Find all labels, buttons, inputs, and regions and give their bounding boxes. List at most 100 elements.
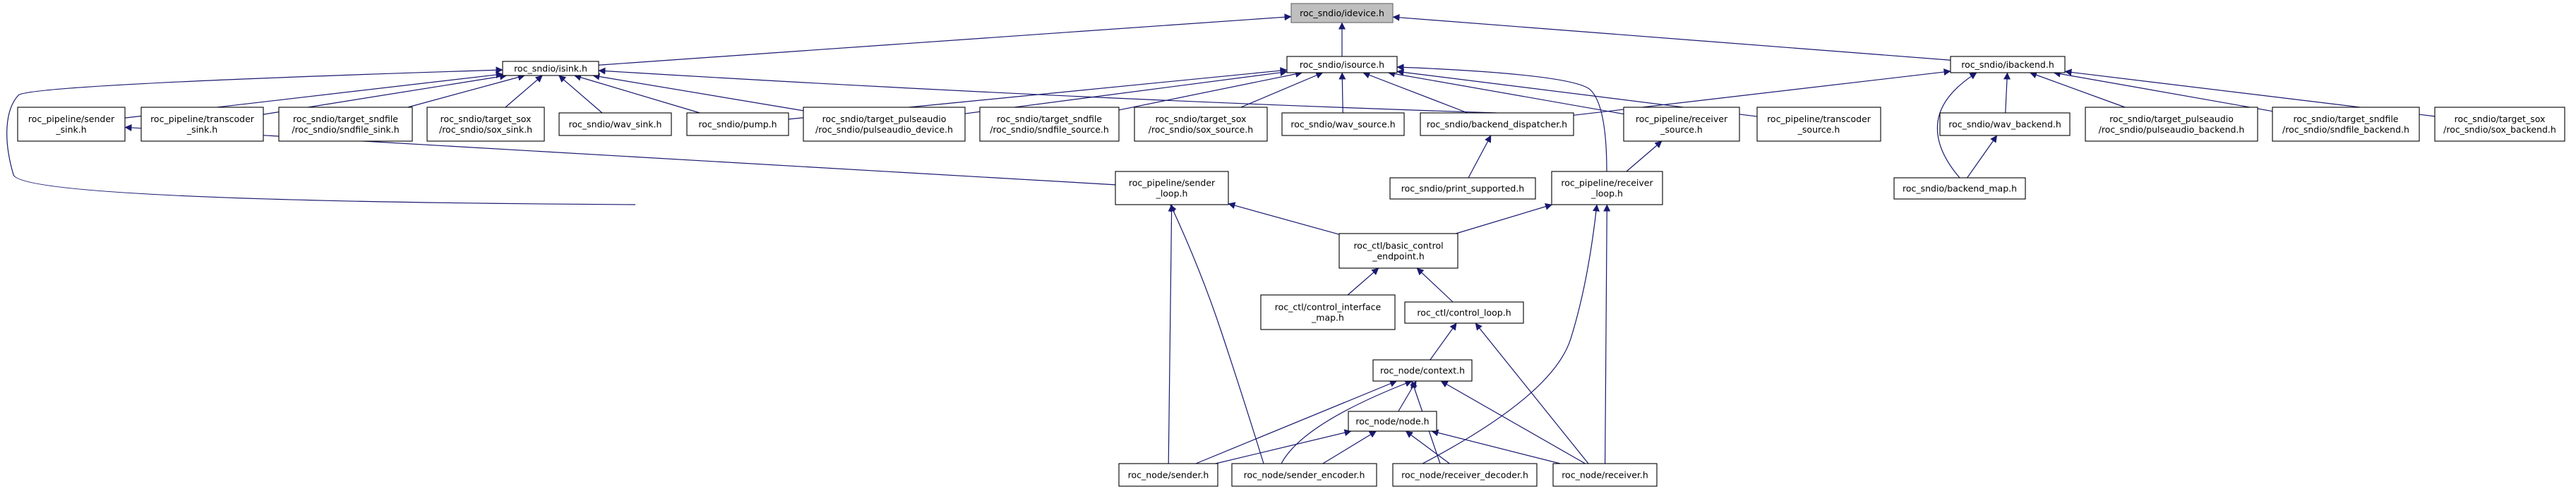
node-label-line: roc_sndio/ibackend.h — [1961, 59, 2054, 70]
edge-sndfile-backend-to-ibackend — [2053, 70, 2273, 112]
node-box — [1893, 177, 2026, 200]
node-box — [2272, 107, 2420, 142]
node-transcoder-source[interactable]: roc_pipeline/transcoder_source.h — [1756, 107, 1881, 142]
node-print-supported[interactable]: roc_sndio/print_supported.h — [1389, 177, 1536, 200]
node-wav-backend[interactable]: roc_sndio/wav_backend.h — [1939, 112, 2071, 136]
edge-receiver-to-receiver-loop — [1603, 204, 1611, 464]
edge-receiver-loop-to-isource — [1396, 64, 1607, 172]
node-box — [803, 107, 966, 142]
node-label-line: _endpoint.h — [1372, 251, 1425, 262]
edge-receiver-decoder-to-node — [1405, 430, 1450, 464]
node-wav-source[interactable]: roc_sndio/wav_source.h — [1281, 112, 1405, 136]
node-label-line: roc_pipeline/transcoder — [150, 114, 255, 124]
edge-ibackend-to-idevice — [1392, 13, 1951, 61]
node-receiver-decoder[interactable]: roc_node/receiver_decoder.h — [1392, 463, 1538, 487]
edge-print-supported-to-backend-dispatcher — [1468, 135, 1492, 179]
node-box — [1389, 177, 1536, 200]
node-box — [1118, 463, 1218, 487]
node-receiver-loop[interactable]: roc_pipeline/receiver_loop.h — [1551, 171, 1663, 205]
node-label-line: roc_node/node.h — [1355, 416, 1429, 427]
edge-sender-loop-to-sender-sink — [124, 123, 1116, 186]
node-label-line: roc_pipeline/receiver — [1636, 114, 1728, 124]
node-receiver-source[interactable]: roc_pipeline/receiver_source.h — [1623, 107, 1740, 142]
node-box — [1551, 171, 1663, 205]
node-label-line: roc_sndio/wav_sink.h — [569, 119, 662, 130]
node-node[interactable]: roc_node/node.h — [1348, 411, 1437, 432]
node-box — [1950, 56, 2066, 73]
node-context[interactable]: roc_node/context.h — [1372, 359, 1473, 382]
node-label-line: roc_node/receiver.h — [1562, 470, 1648, 481]
node-sender[interactable]: roc_node/sender.h — [1118, 463, 1218, 487]
edge-sender-encoder-to-context — [1281, 380, 1413, 464]
edge-backend-dispatcher-to-isink — [598, 67, 1497, 114]
node-label-line: _loop.h — [1590, 188, 1623, 199]
edge-sender-encoder-to-sender-loop — [1170, 204, 1264, 464]
node-label-line: roc_sndio/target_sndfile — [293, 114, 398, 124]
node-label-line: roc_sndio/backend_map.h — [1903, 183, 2017, 194]
edge-backend-map-to-ibackend — [1936, 72, 1977, 179]
edge-basic-control-endpoint-to-sender-loop — [1228, 202, 1340, 235]
node-isource[interactable]: roc_sndio/isource.h — [1286, 56, 1398, 73]
node-label-line: roc_sndio/backend_dispatcher.h — [1427, 119, 1567, 130]
nodes-layer: roc_sndio/idevice.h roc_sndio/isink.h roc_… — [17, 3, 2565, 487]
node-sox-sink[interactable]: roc_sndio/target_sox/roc_sndio/sox_sink.… — [426, 107, 545, 142]
node-wav-sink[interactable]: roc_sndio/wav_sink.h — [558, 112, 672, 136]
node-pulseaudio-device[interactable]: roc_sndio/target_pulseaudio/roc_sndio/pu… — [803, 107, 966, 142]
node-sox-backend[interactable]: roc_sndio/target_sox/roc_sndio/sox_backe… — [2434, 107, 2565, 142]
node-transcoder-sink[interactable]: roc_pipeline/transcoder_sink.h — [140, 107, 264, 142]
node-label-line: roc_sndio/isource.h — [1300, 59, 1384, 70]
node-sox-source[interactable]: roc_sndio/target_sox/roc_sndio/sox_sourc… — [1134, 107, 1268, 142]
node-box — [1939, 112, 2071, 136]
node-label-line: /roc_sndio/sox_source.h — [1149, 124, 1253, 135]
node-label-line: roc_node/receiver_decoder.h — [1401, 470, 1528, 481]
edge-sndfile-source-to-isource — [1118, 70, 1303, 111]
node-label-line: roc_node/sender_encoder.h — [1244, 470, 1365, 481]
node-pump[interactable]: roc_sndio/pump.h — [686, 112, 789, 136]
node-box — [1623, 107, 1740, 142]
edge-backend-dispatcher-to-isource — [1362, 71, 1468, 114]
node-label-line: /roc_sndio/pulseaudio_backend.h — [2099, 124, 2245, 135]
node-control-loop[interactable]: roc_ctl/control_loop.h — [1404, 301, 1524, 324]
node-sndfile-backend[interactable]: roc_sndio/target_sndfile/roc_sndio/sndfi… — [2272, 107, 2420, 142]
node-ibackend[interactable]: roc_sndio/ibackend.h — [1950, 56, 2066, 73]
node-label-line: /roc_sndio/pulseaudio_device.h — [815, 124, 953, 135]
node-control-interface-map[interactable]: roc_ctl/control_interface_map.h — [1260, 294, 1396, 330]
node-sndfile-sink[interactable]: roc_sndio/target_sndfile/roc_sndio/sndfi… — [278, 107, 413, 142]
node-box — [2434, 107, 2565, 142]
node-label-line: roc_ctl/basic_control — [1353, 241, 1443, 251]
node-idevice[interactable]: roc_sndio/idevice.h — [1290, 3, 1394, 23]
node-label-line: _loop.h — [1156, 188, 1188, 199]
node-box — [140, 107, 264, 142]
node-backend-map[interactable]: roc_sndio/backend_map.h — [1893, 177, 2026, 200]
node-label-line: roc_node/sender.h — [1128, 470, 1209, 481]
node-backend-dispatcher[interactable]: roc_sndio/backend_dispatcher.h — [1420, 112, 1574, 136]
node-sender-sink[interactable]: roc_pipeline/sender_sink.h — [17, 107, 126, 142]
node-label-line: roc_sndio/wav_source.h — [1290, 119, 1395, 130]
node-label-line: roc_pipeline/sender — [28, 114, 115, 124]
node-sender-encoder[interactable]: roc_node/sender_encoder.h — [1231, 463, 1377, 487]
node-receiver[interactable]: roc_node/receiver.h — [1552, 463, 1658, 487]
edge-isink-to-idevice — [598, 13, 1292, 66]
edge-control-loop-to-basic-control-endpoint — [1416, 267, 1454, 303]
node-isink[interactable]: roc_sndio/isink.h — [502, 61, 599, 76]
node-box — [558, 112, 672, 136]
edge-sender-to-node — [1215, 429, 1352, 464]
node-label-line: roc_sndio/target_pulseaudio — [822, 114, 947, 124]
edge-wav-sink-to-isink — [558, 75, 603, 114]
node-label-line: roc_pipeline/sender — [1129, 178, 1216, 188]
node-box — [1756, 107, 1881, 142]
node-label-line: /roc_sndio/sndfile_sink.h — [292, 124, 399, 135]
node-box — [1392, 463, 1538, 487]
node-box — [502, 61, 599, 76]
edge-context-to-control-loop — [1430, 322, 1457, 361]
node-label-line: _sink.h — [186, 124, 217, 135]
node-sndfile-source[interactable]: roc_sndio/target_sndfile/roc_sndio/sndfi… — [979, 107, 1120, 142]
node-basic-control-endpoint[interactable]: roc_ctl/basic_control_endpoint.h — [1338, 233, 1458, 269]
node-label-line: roc_node/context.h — [1380, 366, 1465, 376]
node-label-line: roc_ctl/control_interface — [1275, 302, 1382, 313]
node-box — [1260, 294, 1396, 330]
node-pulseaudio-backend[interactable]: roc_sndio/target_pulseaudio/roc_sndio/pu… — [2085, 107, 2258, 142]
node-sender-loop[interactable]: roc_pipeline/sender_loop.h — [1115, 171, 1229, 205]
edge-wav-backend-to-ibackend — [2003, 72, 2011, 114]
node-label-line: roc_sndio/target_sndfile — [997, 114, 1102, 124]
